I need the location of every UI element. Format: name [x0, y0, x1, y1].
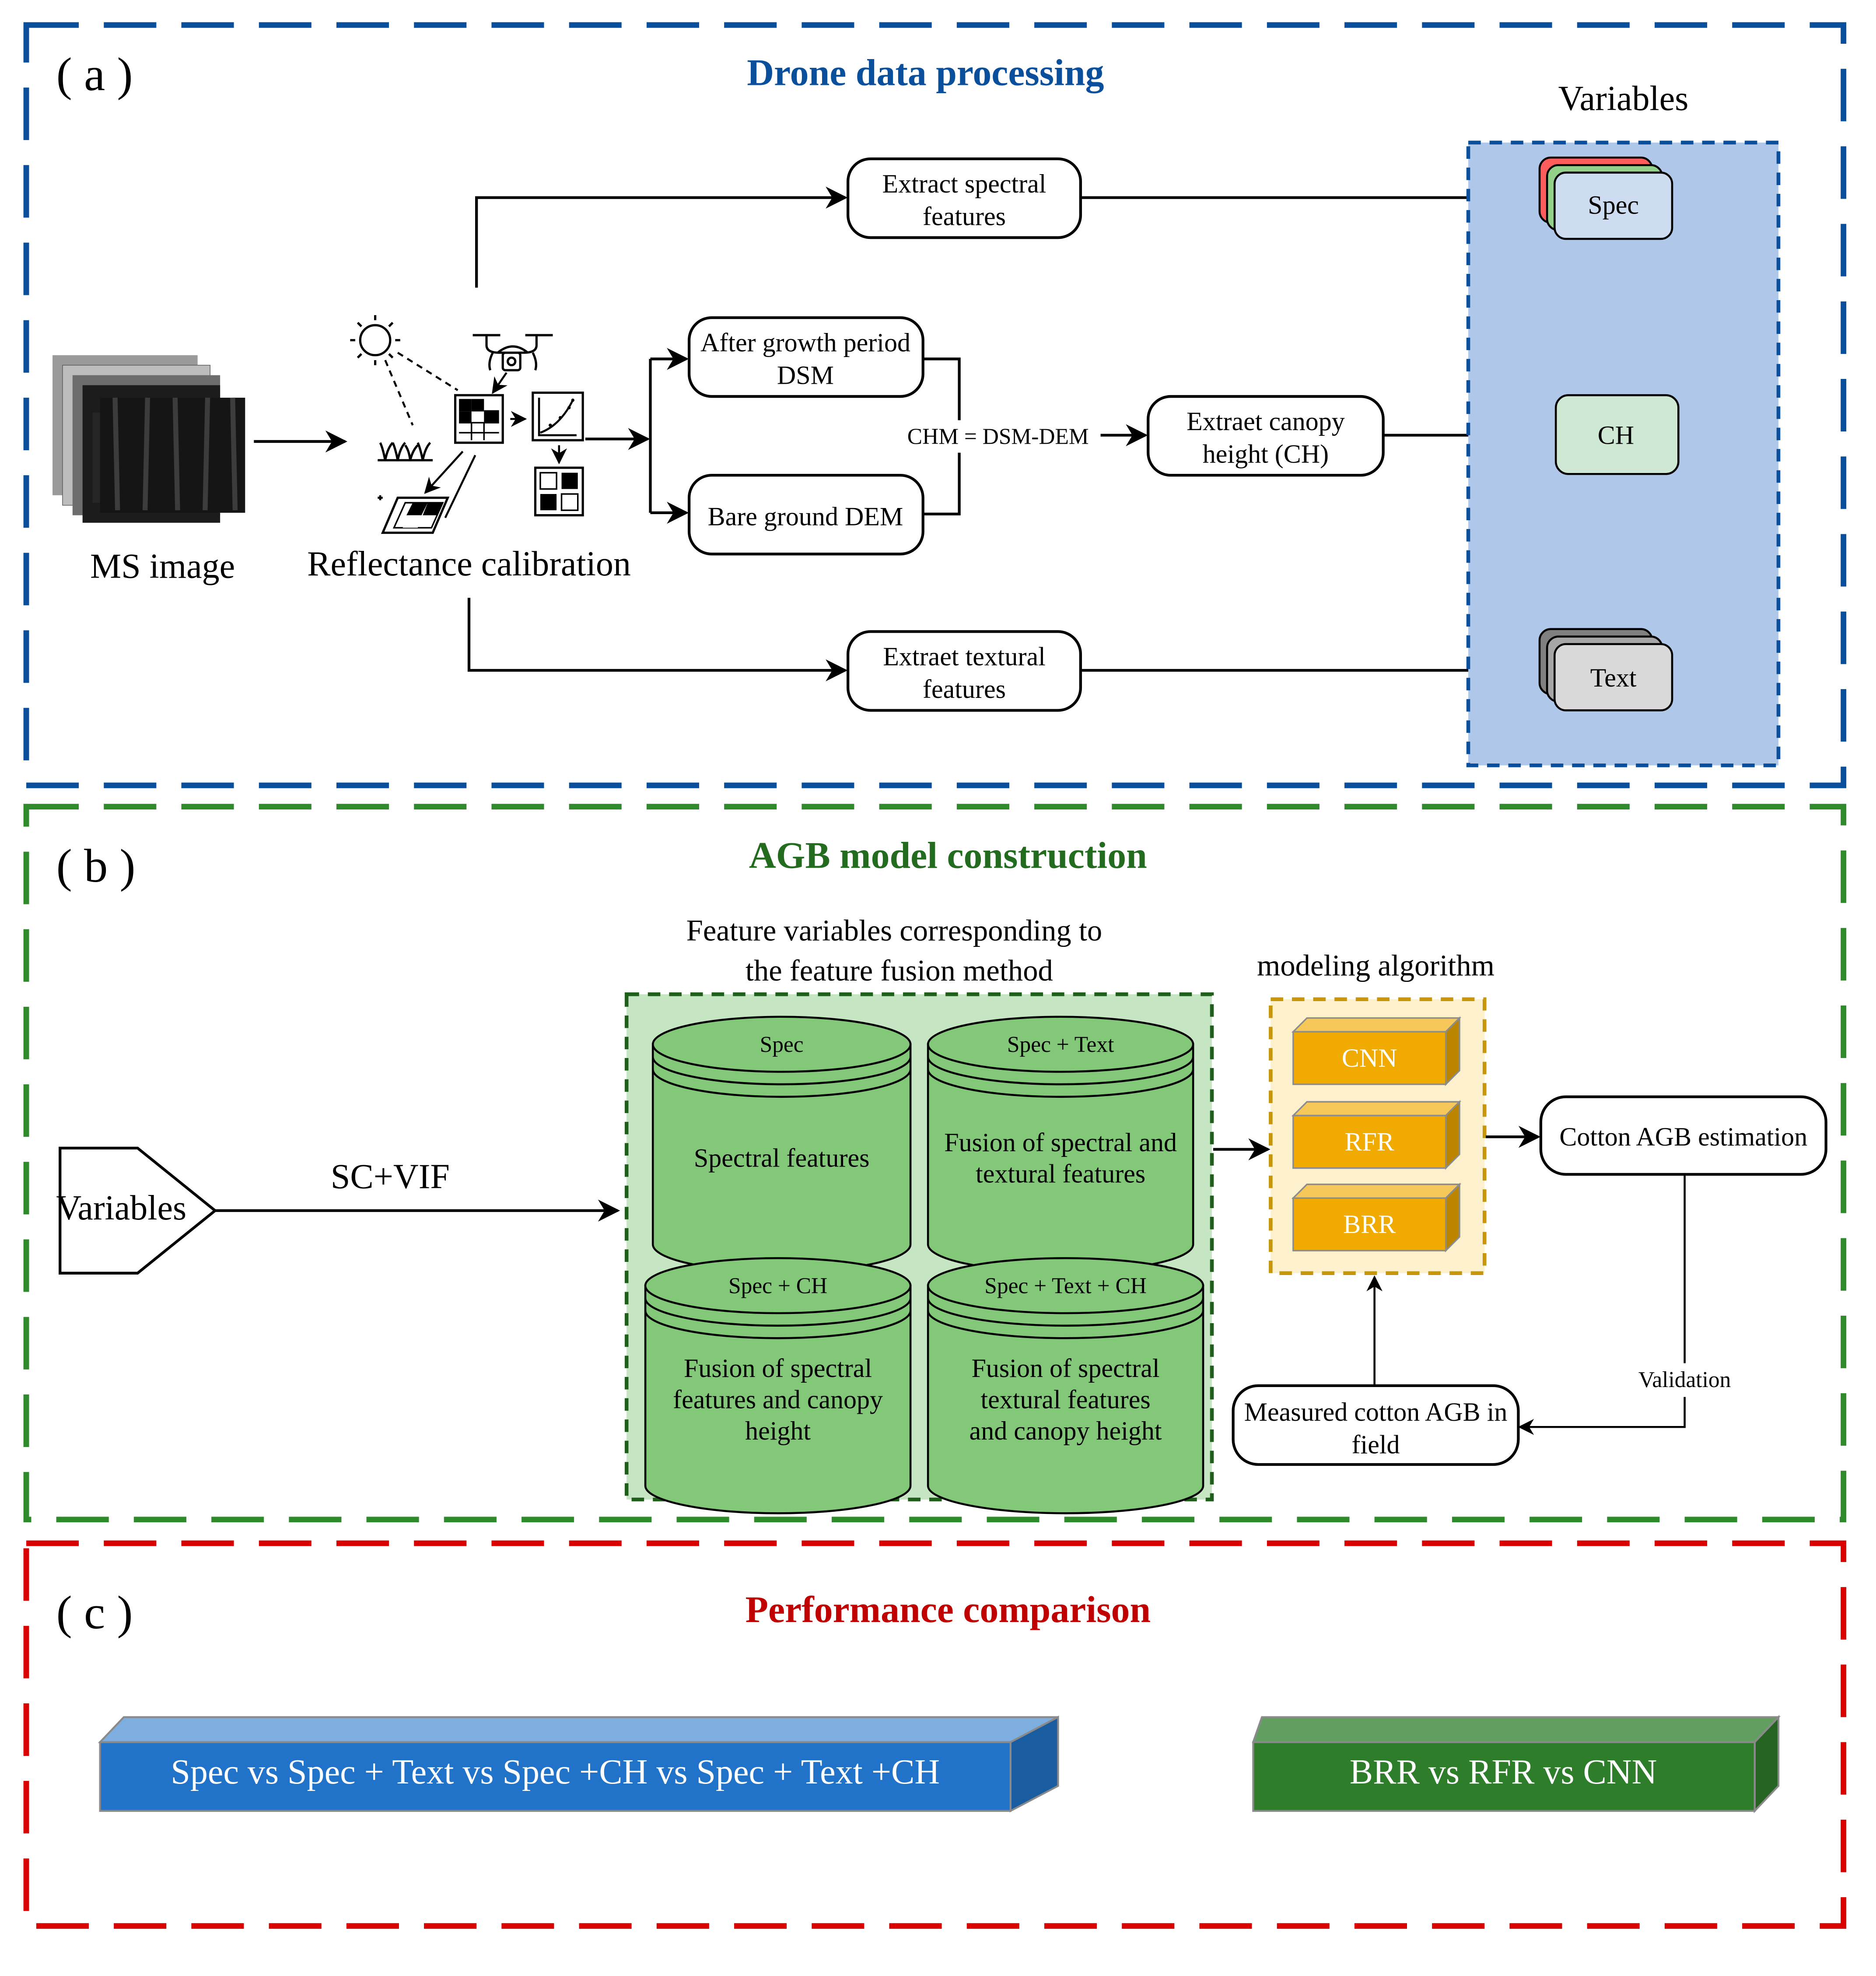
panel-c: ( c ) Performance comparison Spec vs Spe… — [23, 1540, 1847, 1929]
reflectance-target-icon — [378, 495, 450, 534]
variable-ch: CH — [1554, 394, 1680, 475]
variables-input-node: Variables — [56, 1146, 217, 1275]
cylinder-body-line: textural features — [976, 1159, 1145, 1188]
cylinder-body-line: textural features — [980, 1385, 1150, 1414]
algorithm-label: CNN — [1342, 1044, 1397, 1072]
algorithm-box: BRR — [1291, 1182, 1462, 1253]
model-comparison-block: BRR vs RFR vs CNN — [1252, 1714, 1781, 1814]
corrected-image-icon — [534, 466, 584, 517]
arrow-to-measured — [1518, 1397, 1686, 1435]
panel-a-title: Drone data processing — [747, 52, 1104, 93]
calibration-panel-icon — [454, 394, 504, 444]
measured-line-2: field — [1352, 1430, 1400, 1459]
panel-c-border — [23, 1540, 1847, 1929]
feature-cylinder: Spec + Text + CH Fusion of spectraltextur… — [927, 1257, 1204, 1514]
variable-ch-label: CH — [1598, 421, 1634, 450]
selection-method-label: SC+VIF — [331, 1157, 450, 1196]
cylinder-header: Spec + CH — [728, 1273, 827, 1298]
calibration-to-target-arrow — [424, 451, 464, 494]
model-comparison-label: BRR vs RFR vs CNN — [1350, 1753, 1657, 1791]
dsm-connector — [923, 357, 961, 420]
fusion-caption-line-2: the feature fusion method — [746, 954, 1053, 987]
extract-ch-line-2: height (CH) — [1203, 440, 1329, 469]
panel-a-tag: ( a ) — [56, 48, 133, 101]
sun-icon — [350, 315, 400, 365]
drone-icon — [472, 334, 553, 371]
cylinder-body-line: height — [745, 1416, 811, 1445]
feature-comparison-block: Spec vs Spec + Text vs Spec +CH vs Spec … — [98, 1715, 1059, 1813]
fusion-caption-line-1: Feature variables corresponding to — [686, 914, 1102, 947]
cylinder-body-line: Fusion of spectral and — [944, 1128, 1177, 1157]
panel-c-title: Performance comparison — [746, 1589, 1151, 1630]
crop-plant-icon — [378, 441, 433, 462]
sun-ray-dashed — [397, 352, 458, 391]
extract-spectral-line-1: Extract spectral — [882, 169, 1046, 198]
panel-a: ( a ) Drone data processing MS image — [23, 22, 1847, 788]
cylinder-header: Spec — [760, 1032, 804, 1057]
algorithm-box: RFR — [1291, 1100, 1462, 1170]
extract-spectral-node: Extract spectral features — [847, 157, 1082, 239]
extract-spectral-line-2: features — [923, 202, 1006, 231]
variables-title: Variables — [1558, 80, 1689, 118]
extract-textural-line-1: Extraet textural — [883, 642, 1046, 671]
extract-ch-node: Extraet canopy height (CH) — [1147, 395, 1385, 477]
variables-input-label: Variables — [56, 1189, 186, 1227]
algorithm-caption: modeling algorithm — [1257, 949, 1494, 982]
cylinder-body-line: features and canopy — [673, 1385, 883, 1414]
cylinder-body-line: Spectral features — [694, 1144, 870, 1173]
dem-label: Bare ground DEM — [708, 502, 903, 531]
variable-spec: Spec — [1538, 156, 1673, 240]
measured-line-1: Measured cotton AGB in — [1244, 1398, 1508, 1426]
drone-arrow — [492, 372, 508, 394]
calibration-label: Reflectance calibration — [307, 545, 631, 583]
panel-b-title: AGB model construction — [749, 835, 1147, 876]
panel-b-tag: ( b ) — [56, 840, 136, 892]
regression-plot-icon — [532, 391, 584, 441]
extract-ch-line-1: Extraet canopy — [1186, 407, 1345, 436]
estimation-node: Cotton AGB estimation — [1539, 1095, 1827, 1176]
cylinder-body-line: and canopy height — [970, 1416, 1162, 1445]
cylinder-body-line: Fusion of spectral — [684, 1354, 872, 1383]
dsm-line-1: After growth period — [700, 328, 910, 357]
panel-c-tag: ( c ) — [56, 1586, 133, 1639]
measured-agb-node: Measured cotton AGB in field — [1232, 1384, 1520, 1466]
estimation-label: Cotton AGB estimation — [1559, 1122, 1807, 1151]
validation-label: Validation — [1638, 1367, 1731, 1392]
ms-image-stack-icon — [52, 355, 245, 523]
algorithm-label: BRR — [1343, 1210, 1396, 1239]
panel-b: ( b ) AGB model construction Variables S… — [23, 804, 1847, 1523]
arrow-to-extract-textural — [467, 598, 848, 682]
calibration-to-target-line — [444, 455, 476, 519]
ms-image-label: MS image — [90, 547, 235, 586]
panel-a-border — [23, 22, 1847, 788]
variable-spec-label: Spec — [1588, 191, 1639, 220]
algorithm-box: CNN — [1291, 1016, 1462, 1086]
dsm-node: After growth period DSM — [687, 316, 924, 398]
extract-textural-node: Extraet textural features — [847, 630, 1082, 712]
panel-b-border — [23, 804, 1847, 1523]
chm-formula: CHM = DSM-DEM — [907, 424, 1089, 449]
cylinder-header: Spec + Text — [1007, 1032, 1114, 1057]
cylinder-body-line: Fusion of spectral — [972, 1354, 1160, 1383]
variable-text-label: Text — [1590, 663, 1637, 692]
extract-textural-line-2: features — [923, 675, 1006, 704]
algorithm-label: RFR — [1345, 1128, 1394, 1156]
variable-text: Text — [1538, 628, 1673, 711]
algorithm-group: CNN RFR BRR — [1291, 1016, 1462, 1253]
cylinder-header: Spec + Text + CH — [984, 1273, 1147, 1298]
dsm-line-2: DSM — [777, 361, 834, 389]
sun-ray-dashed — [384, 360, 414, 426]
arrow-to-extract-spectral — [475, 186, 848, 288]
dem-node: Bare ground DEM — [687, 473, 924, 556]
dem-connector — [923, 452, 961, 515]
feature-comparison-label: Spec vs Spec + Text vs Spec +CH vs Spec … — [171, 1753, 940, 1791]
